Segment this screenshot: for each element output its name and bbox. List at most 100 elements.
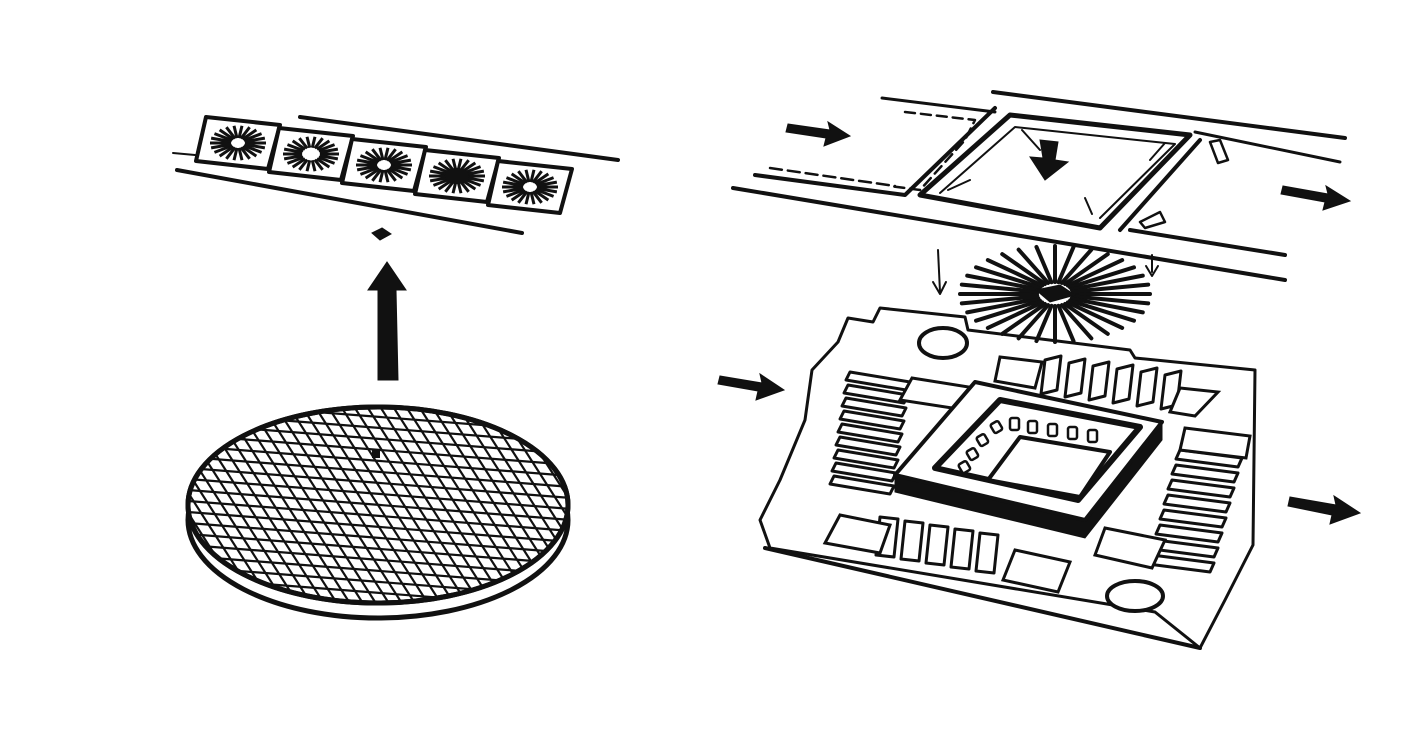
board-pad [1166,478,1236,499]
bond-pad [1008,416,1021,432]
spider-lead [1034,244,1054,285]
spider-lead [1063,301,1110,336]
tape-strip [172,115,620,235]
spider-lead [985,258,1045,288]
bond-pad [1066,425,1079,441]
spider-lead [965,296,1041,315]
board-pad [1135,366,1159,408]
board-pad [836,422,904,444]
board-pad [1039,354,1063,396]
board-pad [832,448,900,470]
flow-arrow-in-top [785,120,852,147]
spider-lead [1065,258,1125,288]
spider-lead [1000,252,1047,287]
bond-pad [975,432,990,448]
board-pad [840,396,908,418]
board-pad [828,474,896,496]
spider-lead [1070,294,1151,306]
board-pad [974,531,1000,575]
board-pad-large [1167,386,1222,418]
spider-lead [974,298,1043,323]
bond-pad [957,459,972,475]
tape-bottom-edge [175,168,524,235]
board-pad [899,519,925,563]
board-pad-large [993,355,1044,390]
board-pad-large [822,513,892,555]
board-pad [838,409,906,431]
spider-lead [959,294,1040,306]
spider-lead [1069,273,1145,292]
board-pad [1162,493,1232,514]
wafer-rim [185,404,571,606]
spider-lead [1069,296,1145,315]
spider-lead [974,265,1043,290]
board-pad [924,523,950,567]
flow-arrow-in-bottom [717,372,786,401]
board-pad [1063,357,1087,399]
bond-pad [1086,428,1099,444]
upward-arrow [367,261,407,381]
spider-lead [1059,247,1094,285]
spider-lead [959,282,1040,294]
spider-lead [1056,303,1076,344]
lead-frame [267,126,355,182]
spider-lead [1034,303,1054,344]
board-pad-large [1178,426,1252,460]
board-pad-large [1092,526,1168,570]
spider-lead [965,273,1041,292]
bond-pad [1046,422,1059,438]
lead-frame [413,148,501,204]
board-pad [1087,360,1111,402]
board-pad [1111,363,1135,405]
chip-package [893,380,1164,539]
spider-lead [1063,252,1110,287]
board-pad [834,435,902,457]
board-pad [949,527,975,571]
flow-arrow-out-top [1280,184,1352,211]
lead-frame-row [194,115,574,215]
pad-row-left [828,370,912,496]
bond-pad-row [957,416,1099,475]
press-down-arrow [1029,139,1070,181]
wafer-missing-die [372,450,380,458]
spider-die [1034,284,1077,303]
lead-frame [340,137,428,193]
spider-lead [1059,303,1094,341]
tape-left-stub [172,152,196,156]
pad-row-bottom [822,355,1252,594]
left-panel [172,115,620,621]
board-pad [830,461,898,483]
guide-arrows [932,249,1159,295]
right-panel [717,90,1362,650]
tape-top-edge [298,115,620,162]
spider-lead [1016,247,1051,285]
spider-lead [985,300,1045,330]
bond-pad [1026,419,1039,435]
flow-arrow-out-bottom [1287,494,1362,525]
lead-frame [486,159,574,215]
mount-hole-bottom [1105,579,1165,613]
spider-lead [1067,298,1136,323]
spider-lead [1067,265,1136,290]
board-pad-large [1000,548,1073,594]
board-pad [1158,508,1228,529]
board-pad [1154,523,1224,544]
package-cavity [986,435,1112,499]
bond-pad [965,446,980,462]
lead-frame-spider [958,244,1152,344]
single-die [371,227,392,241]
board-pad [842,383,910,405]
spider-lead [1000,301,1047,336]
spider-lead [1016,303,1051,341]
spider-lead [1065,300,1125,330]
mount-hole-top [917,326,969,360]
board-pad [1170,463,1240,484]
flow-arrows [717,120,1362,525]
spider-lead [1056,244,1076,285]
spider-lead [1070,282,1151,294]
tape-carrier-strip [731,90,1347,282]
pad-row-top [1039,354,1183,411]
bond-pad [989,419,1004,435]
